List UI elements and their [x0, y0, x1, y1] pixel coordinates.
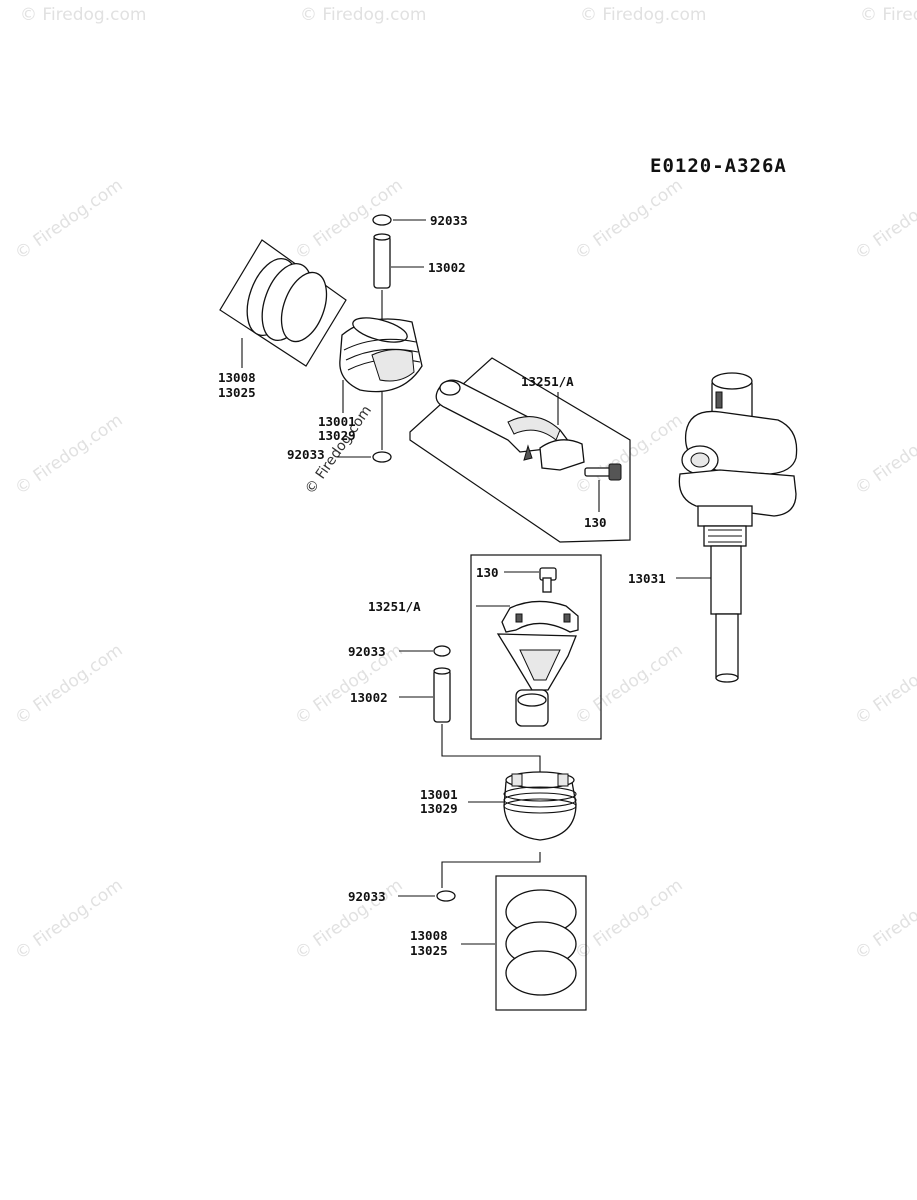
piston-rings-top	[219, 239, 347, 368]
watermark: © Firedog.com	[860, 5, 917, 25]
label-crankshaft: 13031	[628, 571, 666, 586]
label-top-rings-1: 13008	[218, 370, 256, 385]
label-top-pin: 13002	[428, 260, 466, 275]
label-top-bolt: 130	[584, 515, 607, 530]
label-lower-pin: 13002	[350, 690, 388, 705]
piston-lower	[468, 771, 577, 841]
label-top-rings-2: 13025	[218, 385, 256, 400]
label-lower-rod: 13251/A	[368, 599, 421, 614]
connecting-rod-lower-box	[470, 554, 602, 740]
piston-top	[339, 317, 423, 413]
connecting-rod-top	[409, 357, 631, 543]
watermark: © Firedog.com	[851, 410, 917, 499]
circlip-lower-lower	[398, 890, 456, 902]
watermark: © Firedog.com	[11, 875, 126, 964]
label-lower-rings-2: 13025	[410, 943, 448, 958]
watermark: © Firedog.com	[11, 175, 126, 264]
label-top-rod: 13251/A	[521, 374, 574, 389]
label-lower-piston-2: 13029	[420, 801, 458, 816]
watermark: © Firedog.com	[851, 875, 917, 964]
watermark: © Firedog.com	[571, 875, 686, 964]
label-lower-circlip: 92033	[348, 644, 386, 659]
watermark: © Firedog.com	[571, 175, 686, 264]
rod-bolt-top	[584, 463, 622, 512]
watermark: © Firedog.com	[20, 5, 146, 25]
watermark: © Firedog.com	[300, 5, 426, 25]
watermark: © Firedog.com	[571, 410, 686, 499]
circlip-top	[372, 214, 426, 226]
piston-pin-lower	[399, 667, 451, 723]
watermark: © Firedog.com	[580, 5, 706, 25]
crankshaft	[676, 372, 798, 683]
label-lower-circlip-lower: 92033	[348, 889, 386, 904]
label-top-circlip-lower: 92033	[287, 447, 325, 462]
piston-rings-lower	[461, 875, 587, 1011]
leader-piston-to-circlip	[441, 852, 541, 888]
label-lower-piston-1: 13001	[420, 787, 458, 802]
rod-bolt-lower	[504, 567, 557, 593]
label-top-piston-2: 13029	[318, 428, 356, 443]
label-lower-bolt: 130	[476, 565, 499, 580]
diagram-code: E0120-A326A	[650, 155, 787, 177]
label-lower-rings-1: 13008	[410, 928, 448, 943]
watermark: © Firedog.com	[11, 640, 126, 729]
watermark: © Firedog.com	[571, 640, 686, 729]
piston-pin-top	[373, 233, 424, 289]
leader-pin-to-piston	[441, 724, 541, 776]
circlip-top-lower	[337, 451, 392, 463]
label-top-circlip: 92033	[430, 213, 468, 228]
connecting-rod-lower	[476, 600, 579, 727]
watermark: © Firedog.com	[851, 640, 917, 729]
watermark: © Firedog.com	[11, 410, 126, 499]
circlip-lower	[399, 645, 451, 657]
label-top-piston-1: 13001	[318, 414, 356, 429]
watermark: © Firedog.com	[851, 175, 917, 264]
